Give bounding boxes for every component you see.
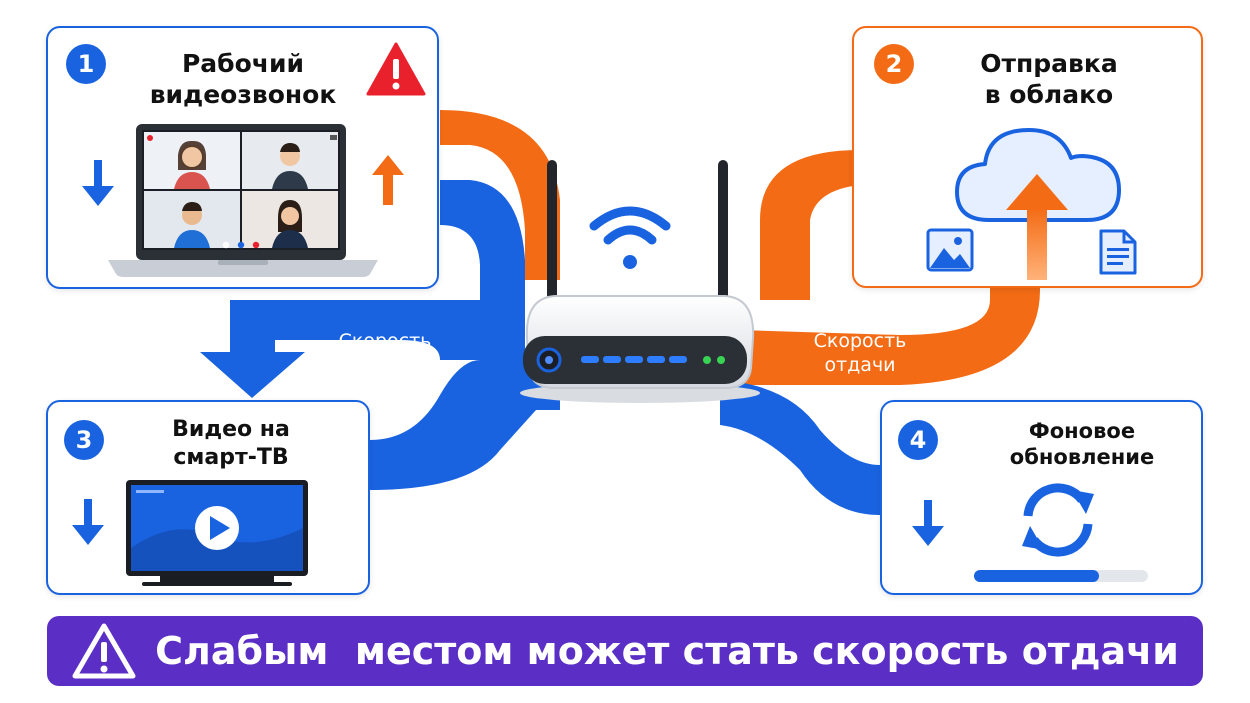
card-title: Фоновое обновление	[1009, 419, 1155, 470]
download-flow-tv	[370, 360, 545, 490]
download-arrow-icon	[82, 160, 114, 206]
warning-icon	[366, 42, 426, 96]
download-arrow-icon	[72, 499, 104, 545]
download-flow-top-left	[440, 180, 525, 300]
play-icon	[195, 506, 239, 550]
cloud-icon	[955, 128, 1121, 222]
wifi-icon	[589, 206, 671, 269]
warning-banner: Слабым местом может стать скорость отдач…	[47, 616, 1203, 686]
card-title: Отправка в облако	[980, 49, 1118, 110]
router-body	[520, 160, 760, 403]
participant-avatar	[272, 143, 308, 189]
banner-text: Слабым местом может стать скорость отдач…	[155, 629, 1179, 673]
upload-flow-ribbon-right	[740, 270, 1040, 385]
card-smart-tv-video: 3 Видео на смарт-ТВ	[46, 400, 370, 595]
upload-flow-ribbon-top	[760, 150, 950, 300]
update-progress-fill	[974, 570, 1100, 582]
smart-tv	[126, 480, 308, 586]
update-progress-track	[974, 570, 1148, 582]
warning-icon	[72, 623, 136, 679]
participant-avatar	[272, 200, 308, 248]
card-number-badge: 1	[66, 44, 106, 84]
card-background-update: 4 Фоновое обновление	[880, 400, 1203, 595]
image-icon	[926, 228, 974, 272]
router	[515, 158, 765, 408]
download-flow-left-band	[230, 300, 525, 360]
upload-arrow-icon	[1006, 174, 1068, 280]
upload-speed-label: Скорость отдачи	[813, 330, 907, 376]
card-title: Рабочий видеозвонок	[149, 49, 337, 110]
download-flow-arrow	[200, 352, 305, 398]
download-flow-update	[720, 380, 880, 515]
document-icon	[1099, 229, 1137, 275]
card-cloud-upload: 2 Отправка в облако	[852, 26, 1203, 288]
card-title: Видео на смарт-ТВ	[172, 417, 290, 470]
card-number-badge: 2	[874, 44, 914, 84]
upload-flow-ribbon	[440, 110, 560, 280]
laptop-video-call	[108, 124, 378, 277]
download-speed-label: Скорость скачивания	[326, 330, 444, 376]
upload-arrow-icon	[372, 155, 404, 205]
participant-avatar	[174, 202, 210, 248]
download-arrow-icon	[912, 500, 944, 546]
sync-icon	[1022, 483, 1094, 557]
card-work-videocall: 1 Рабочий видеозвонок	[46, 26, 439, 289]
card-number-badge: 4	[898, 420, 938, 460]
card-number-badge: 3	[64, 420, 104, 460]
participant-avatar	[174, 140, 210, 189]
